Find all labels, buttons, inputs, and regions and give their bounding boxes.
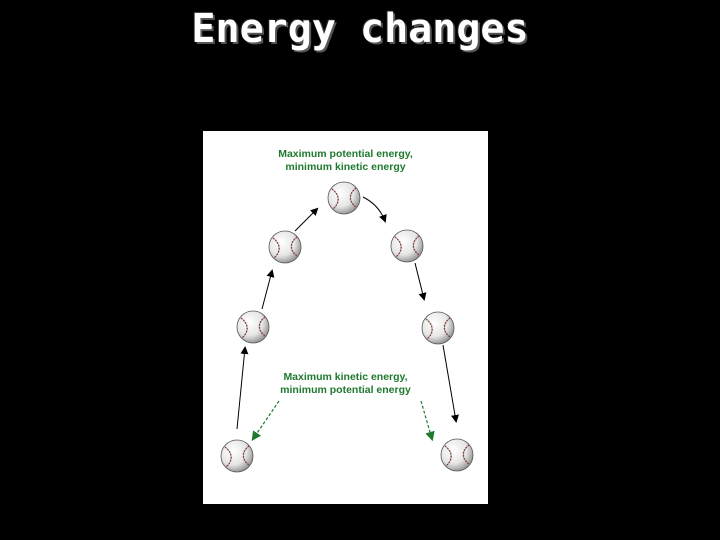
baseball-right-mid	[422, 312, 454, 344]
baseball-bottom-right	[441, 439, 473, 471]
slide-title: Energy changes	[0, 6, 720, 52]
baseball-left-mid	[237, 311, 269, 343]
caption-top-line2: minimum kinetic energy	[203, 161, 488, 174]
baseball-right-upper	[391, 230, 423, 262]
caption-max-kinetic: Maximum kinetic energy, minimum potentia…	[203, 371, 488, 397]
trajectory-svg	[203, 131, 488, 504]
baseball-bottom-left	[221, 440, 253, 472]
caption-top-line1: Maximum potential energy,	[203, 148, 488, 161]
arrow-fall-1	[363, 197, 385, 221]
baseball-apex	[328, 182, 360, 214]
arrow-rise-2	[262, 271, 272, 309]
baseball-left-upper	[269, 231, 301, 263]
arrow-rise-3	[295, 209, 317, 231]
callout-arrow-right	[421, 401, 432, 439]
energy-diagram: Maximum potential energy, minimum kineti…	[203, 131, 488, 504]
caption-bottom-line1: Maximum kinetic energy,	[203, 371, 488, 384]
arrow-fall-2	[415, 263, 424, 299]
caption-max-potential: Maximum potential energy, minimum kineti…	[203, 148, 488, 174]
caption-bottom-line2: minimum potential energy	[203, 384, 488, 397]
callout-arrow-left	[253, 401, 279, 439]
